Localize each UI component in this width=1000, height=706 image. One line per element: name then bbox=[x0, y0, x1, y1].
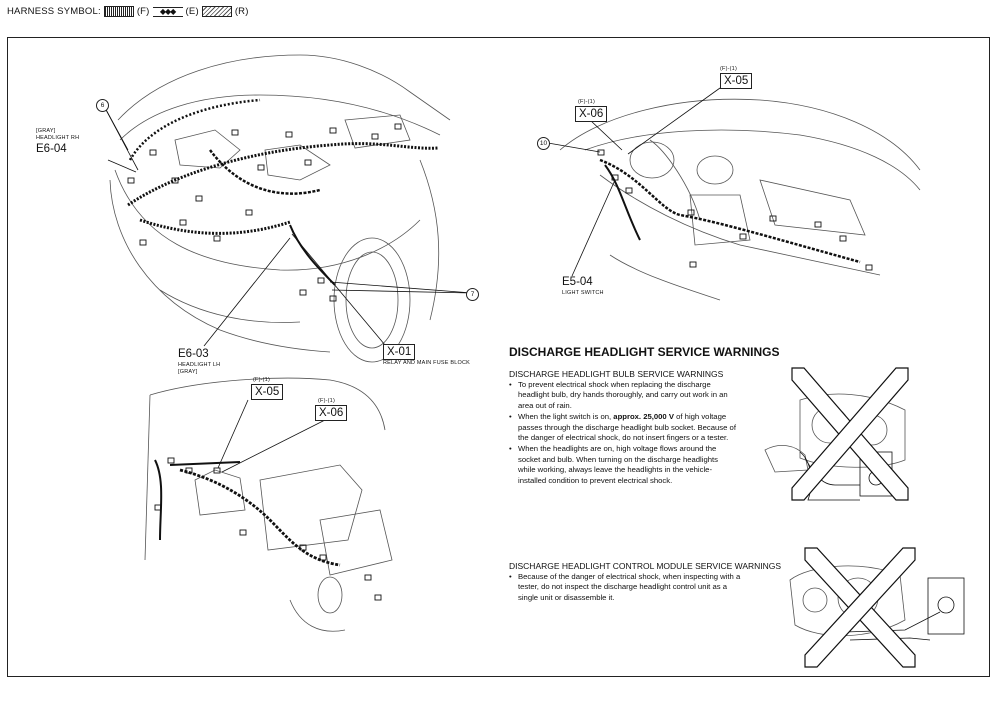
warnings-title: DISCHARGE HEADLIGHT SERVICE WARNINGS bbox=[509, 345, 780, 359]
bay-x-05-ref: (F)-(1) bbox=[253, 377, 270, 383]
bulb-warning-item: When the headlights are on, high voltage… bbox=[509, 444, 737, 486]
legend-title: HARNESS SYMBOL: bbox=[7, 6, 101, 17]
e6-03-desc: HEADLIGHT LH bbox=[178, 362, 221, 368]
callout-6: 6 bbox=[96, 99, 109, 112]
bulb-warnings-list: To prevent electrical shock when replaci… bbox=[509, 380, 737, 487]
module-warnings-list: Because of the danger of electrical shoc… bbox=[509, 572, 744, 604]
bulb-warning-figure bbox=[764, 367, 909, 501]
rear-harness-symbol bbox=[201, 6, 232, 17]
e5-04-desc: LIGHT SWITCH bbox=[562, 290, 604, 296]
bulb-warning-item: When the light switch is on, approx. 25,… bbox=[509, 412, 737, 443]
engine-harness-symbol: ◆◆◆ bbox=[152, 6, 183, 17]
engine-bay-illustration bbox=[144, 377, 393, 632]
callout-10: 10 bbox=[537, 137, 550, 150]
bulb-warning-item: To prevent electrical shock when replaci… bbox=[509, 380, 737, 411]
x-01-desc: RELAY AND MAIN FUSE BLOCK bbox=[383, 360, 471, 366]
e6-04-color: [GRAY] bbox=[36, 128, 56, 134]
legend-f-label: (F) bbox=[136, 6, 150, 17]
e6-03-code: E6-03 bbox=[178, 348, 209, 360]
voltage-emphasis: approx. 25,000 V bbox=[613, 412, 674, 422]
e5-04-code: E5-04 bbox=[562, 276, 593, 288]
callout-7: 7 bbox=[466, 288, 479, 301]
module-warnings-title: DISCHARGE HEADLIGHT CONTROL MODULE SERVI… bbox=[509, 561, 782, 571]
bulb-warning-2-text: When the light switch is on, approx. 25,… bbox=[518, 412, 736, 443]
bay-x-06-code: X-06 bbox=[315, 405, 348, 421]
dashboard-illustration bbox=[547, 87, 921, 301]
dash-x-05-code: X-05 bbox=[720, 73, 753, 89]
front-harness-symbol bbox=[103, 6, 134, 17]
bay-x-06-ref: (F)-(1) bbox=[318, 398, 335, 404]
dash-x-06-code: X-06 bbox=[575, 106, 608, 122]
module-warning-figure bbox=[789, 547, 965, 668]
e6-04-desc: HEADLIGHT RH bbox=[36, 135, 80, 141]
x-01-code: X-01 bbox=[383, 344, 416, 360]
engine-compartment-illustration bbox=[103, 54, 473, 363]
module-warning-item: Because of the danger of electrical shoc… bbox=[509, 572, 744, 603]
harness-symbol-legend: HARNESS SYMBOL: (F) ◆◆◆ (E) (R) bbox=[7, 6, 249, 17]
e6-04-code: E6-04 bbox=[36, 143, 67, 155]
dash-x-05-ref: (F)-(1) bbox=[720, 66, 737, 72]
diagram-frame bbox=[7, 37, 990, 677]
bulb-warnings-title: DISCHARGE HEADLIGHT BULB SERVICE WARNING… bbox=[509, 369, 724, 379]
dash-x-06-ref: (F)-(1) bbox=[578, 99, 595, 105]
legend-e-label: (E) bbox=[185, 6, 199, 17]
e6-03-color: [GRAY] bbox=[178, 369, 198, 375]
bay-x-05-code: X-05 bbox=[251, 384, 284, 400]
legend-r-label: (R) bbox=[234, 6, 249, 17]
